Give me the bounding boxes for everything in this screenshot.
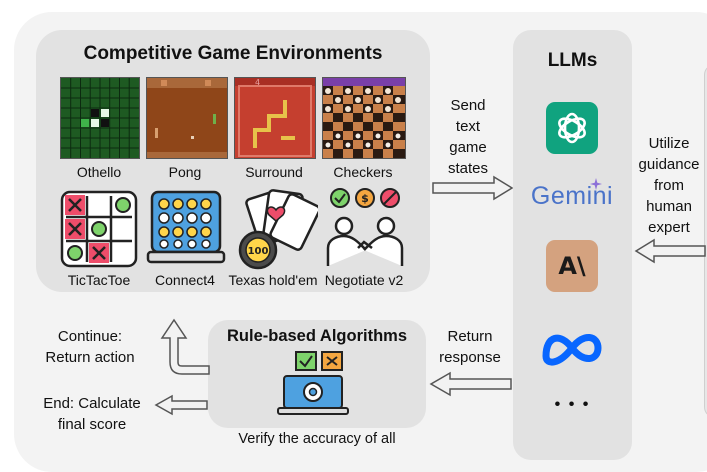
verification-laptop-icon: [277, 351, 349, 415]
guidance-label: Utilize guidance from human expert: [638, 135, 700, 236]
anthropic-logo-text: A\: [558, 252, 586, 280]
othello-image: [60, 77, 140, 159]
continue-arrow: [160, 318, 210, 375]
negotiate-icon: $: [326, 188, 404, 266]
end-label: End: Calculate final score: [43, 395, 141, 433]
gemini-logo: Gemini: [530, 182, 614, 210]
rule-title: Rule-based Algorithms: [227, 327, 407, 345]
send-arrow: [432, 175, 514, 201]
caption-othello: Othello: [76, 164, 122, 180]
caption-pong: Pong: [168, 164, 202, 180]
connect4-icon: [146, 190, 226, 264]
continue-label: Continue: Return action: [45, 328, 135, 366]
checkers-image: [322, 77, 406, 159]
return-label: Return response: [439, 328, 501, 366]
pong-court: [147, 78, 227, 158]
more-llms-dots: • • •: [554, 396, 591, 413]
caption-checkers: Checkers: [333, 164, 393, 180]
othello-board: [61, 78, 139, 158]
tictactoe-icon: [60, 190, 138, 268]
chatgpt-logo-icon: [546, 102, 598, 154]
anthropic-logo-icon: A\: [546, 240, 598, 292]
surround-grid: 4: [235, 78, 315, 157]
caption-negotiate: Negotiate v2: [324, 272, 404, 288]
send-label: Send text game states: [447, 97, 489, 177]
caption-connect4: Connect4: [155, 272, 215, 288]
llms-title: LLMs: [547, 50, 598, 71]
games-title: Competitive Game Environments: [83, 43, 383, 64]
caption-surround: Surround: [245, 164, 303, 180]
surround-image: 4: [234, 77, 316, 159]
caption-texas-holdem: Texas hold'em: [228, 272, 318, 288]
poker-chip-label: 100: [248, 246, 269, 257]
poker-icon: 100: [238, 189, 318, 270]
gemini-sparkle-icon: [590, 178, 602, 190]
pong-image: [146, 77, 228, 159]
checkers-board: [323, 78, 405, 158]
meta-logo-icon: [542, 334, 602, 366]
end-arrow: [154, 394, 208, 416]
rule-caption: Verify the accuracy of all: [238, 431, 396, 447]
surround-score: 4: [255, 78, 260, 87]
guidance-arrow: [634, 238, 706, 264]
svg-text:$: $: [361, 192, 369, 205]
return-arrow: [429, 371, 512, 397]
caption-tictactoe: TicTacToe: [67, 272, 131, 288]
